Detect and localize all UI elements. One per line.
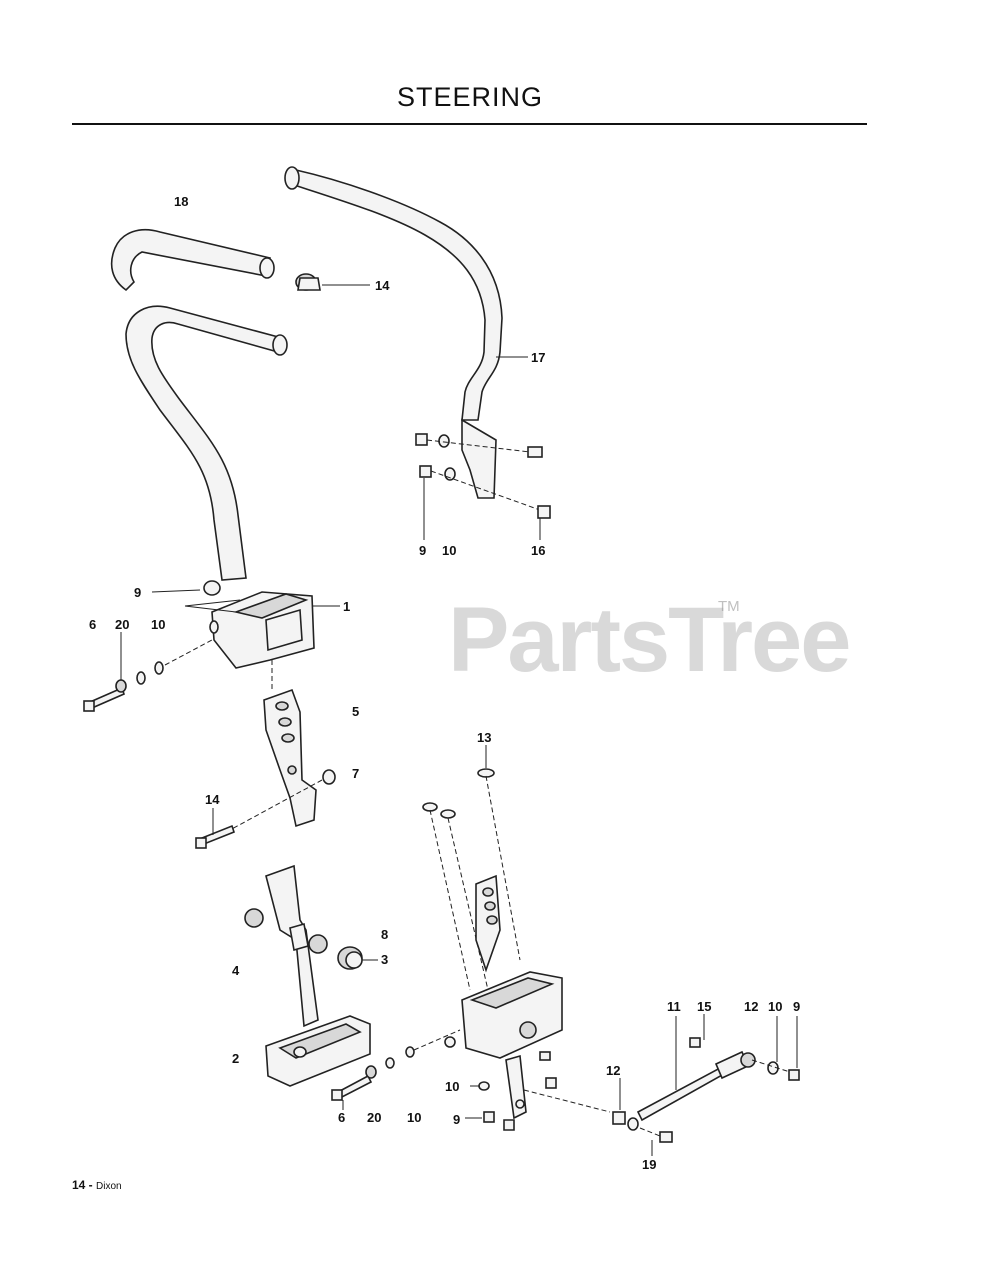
- callout-20-lower: 20: [367, 1110, 381, 1125]
- callout-12-lower: 12: [606, 1063, 620, 1078]
- watermark: PartsTree: [448, 589, 851, 691]
- bolt-14-middle: [195, 769, 336, 849]
- callout-2: 2: [232, 1051, 239, 1066]
- bushing-3: [337, 946, 378, 970]
- footer-brand: Dixon: [96, 1181, 122, 1192]
- callout-16: 16: [531, 543, 545, 558]
- callout-9-lower: 9: [453, 1112, 460, 1127]
- watermark-tm: TM: [718, 598, 740, 615]
- callout-12-right: 12: [744, 999, 758, 1014]
- assembly-right-lower: [422, 745, 611, 1131]
- lever-4: [244, 864, 328, 1028]
- callout-18: 18: [174, 194, 188, 209]
- bracket-1: [184, 591, 340, 669]
- bolt-6-lower: [331, 1029, 461, 1110]
- callout-10-lower: 10: [445, 1079, 459, 1094]
- callout-10-bottom: 10: [407, 1110, 421, 1125]
- callout-8: 8: [381, 927, 388, 942]
- handlebar-17: [284, 166, 528, 499]
- callout-10-left: 10: [151, 617, 165, 632]
- cap-14: [295, 273, 370, 291]
- callout-13: 13: [477, 730, 491, 745]
- callout-3: 3: [381, 952, 388, 967]
- footer-page-number: 14 -: [72, 1178, 93, 1192]
- callout-9-upper: 9: [419, 543, 426, 558]
- nut-9: [203, 580, 221, 596]
- page-footer: 14 - Dixon: [72, 1178, 122, 1192]
- callout-5: 5: [352, 704, 359, 719]
- callout-17: 17: [531, 350, 545, 365]
- callout-20-upper: 20: [115, 617, 129, 632]
- hardware-upper-right: [415, 433, 551, 540]
- callout-6-lower: 6: [338, 1110, 345, 1125]
- callout-9-bracket: 9: [134, 585, 141, 600]
- callout-15: 15: [697, 999, 711, 1014]
- callout-4: 4: [232, 963, 240, 978]
- bracket-2: [265, 1015, 371, 1087]
- callout-7: 7: [352, 766, 359, 781]
- page-title: STEERING: [396, 82, 544, 112]
- bolt-6-left: [83, 632, 213, 712]
- handlebar-18: [110, 228, 288, 581]
- tie-rod-11: [612, 1014, 800, 1156]
- plate-5: [263, 660, 317, 828]
- callout-14-cap: 14: [375, 278, 390, 293]
- callout-14-bolt: 14: [205, 792, 220, 807]
- callout-19: 19: [642, 1157, 656, 1172]
- callout-6-upper: 6: [89, 617, 96, 632]
- callout-9-right: 9: [793, 999, 800, 1014]
- callout-11: 11: [667, 999, 681, 1014]
- callout-10-upper: 10: [442, 543, 456, 558]
- callout-1: 1: [343, 599, 350, 614]
- callout-10-right: 10: [768, 999, 782, 1014]
- title-rule: [72, 123, 867, 125]
